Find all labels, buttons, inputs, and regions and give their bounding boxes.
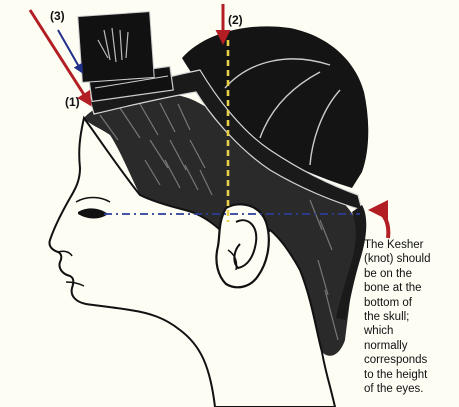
caption-line: be on the bbox=[364, 267, 456, 281]
caption-line: (knot) should bbox=[364, 252, 456, 266]
caption-line: The Kesher bbox=[364, 238, 456, 252]
caption-line: bone at the bbox=[364, 281, 456, 295]
caption-line: of the eyes. bbox=[364, 382, 456, 396]
tefillin-box bbox=[78, 12, 173, 102]
caption-line: corresponds bbox=[364, 353, 456, 367]
kesher-caption: The Kesher (knot) should be on the bone … bbox=[364, 238, 456, 396]
callout-label-2: (2) bbox=[228, 14, 243, 26]
blue-arrow-3-icon bbox=[58, 30, 82, 72]
caption-line: which bbox=[364, 324, 456, 338]
caption-line: to the height bbox=[364, 368, 456, 382]
callout-label-3: (3) bbox=[50, 10, 65, 22]
kesher-curved-arrow-icon bbox=[372, 210, 388, 238]
callout-label-1: (1) bbox=[65, 96, 80, 108]
caption-line: the skull; bbox=[364, 310, 456, 324]
caption-line: bottom of bbox=[364, 296, 456, 310]
caption-line: normally bbox=[364, 339, 456, 353]
